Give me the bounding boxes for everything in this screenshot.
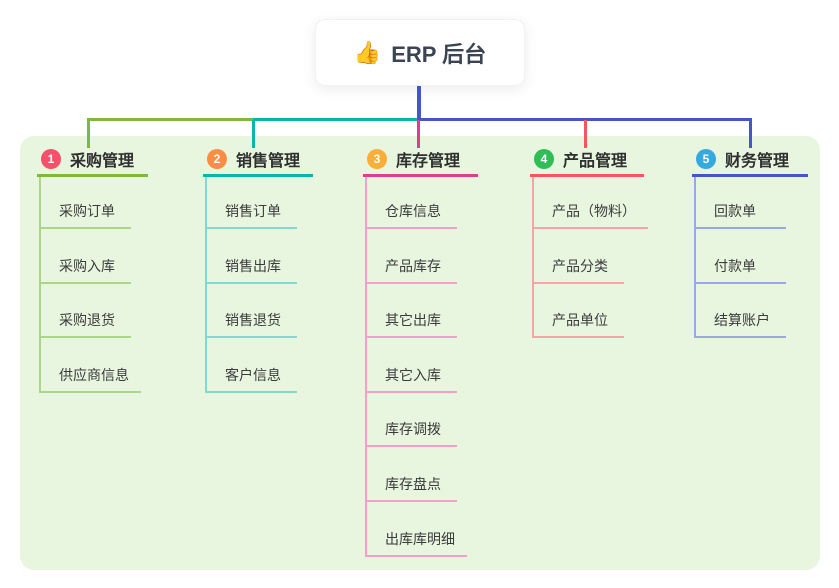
- child-node[interactable]: 销售退货: [207, 284, 297, 339]
- branch-number-badge: 4: [534, 148, 554, 169]
- branch-number-badge: 1: [41, 148, 61, 169]
- child-node[interactable]: 付款单: [696, 229, 786, 284]
- branch-children: 回款单付款单结算账户: [694, 177, 808, 339]
- branch-number-badge: 5: [696, 148, 716, 169]
- branch-number-badge: 3: [367, 148, 387, 169]
- branch-drop-line-3: [417, 120, 420, 148]
- root-title: ERP 后台: [391, 41, 487, 67]
- child-label: 结算账户: [714, 312, 770, 329]
- connector-segment-blue: [417, 118, 752, 121]
- child-node[interactable]: 产品单位: [534, 284, 624, 339]
- child-node[interactable]: 其它入库: [367, 338, 457, 393]
- child-label: 产品（物料）: [552, 203, 636, 219]
- child-label: 销售退货: [225, 312, 281, 329]
- child-node[interactable]: 产品库存: [367, 229, 457, 284]
- child-label: 其它入库: [385, 366, 441, 383]
- branch-title: 库存管理: [396, 152, 461, 170]
- branch-title: 财务管理: [725, 152, 790, 170]
- child-label: 产品分类: [552, 257, 608, 274]
- connector-segment-teal: [253, 118, 418, 121]
- branch-product: 4 产品管理 产品（物料） 产品分类产品单位: [530, 146, 648, 339]
- branch-drop-line-4: [584, 120, 587, 148]
- branch-children: 仓库信息产品库存其它出库其它入库库存调拨库存盘点出库库明细: [365, 177, 478, 557]
- child-node[interactable]: 销售订单: [207, 177, 297, 229]
- branches-panel: [20, 136, 820, 570]
- child-label: 采购退货: [59, 312, 115, 329]
- child-node[interactable]: 仓库信息: [367, 177, 457, 229]
- branch-inventory: 3 库存管理 仓库信息产品库存其它出库其它入库库存调拨库存盘点出库库明细: [363, 146, 478, 557]
- branch-header[interactable]: 5 财务管理: [692, 146, 808, 177]
- branch-title: 产品管理: [563, 152, 628, 170]
- child-node[interactable]: 其它出库: [367, 284, 457, 339]
- child-label: 供应商信息: [59, 366, 129, 383]
- branch-header[interactable]: 4 产品管理: [530, 146, 644, 177]
- branch-number-badge: 2: [207, 148, 227, 169]
- child-node[interactable]: 产品（物料）: [534, 177, 648, 229]
- branch-drop-line-5: [749, 120, 752, 148]
- branch-children: 销售订单销售出库销售退货客户信息: [205, 177, 313, 393]
- child-node[interactable]: 采购订单: [41, 177, 131, 229]
- child-node[interactable]: 客户信息: [207, 338, 297, 393]
- child-label: 产品库存: [385, 257, 441, 274]
- child-label: 产品单位: [552, 312, 608, 329]
- child-label: 销售出库: [225, 257, 281, 274]
- child-label: 客户信息: [225, 366, 281, 383]
- child-node[interactable]: 出库库明细: [367, 502, 467, 557]
- child-node[interactable]: 库存调拨: [367, 393, 457, 448]
- branch-finance: 5 财务管理 回款单付款单结算账户: [692, 146, 808, 339]
- branch-children: 采购订单采购入库采购退货供应商信息: [39, 177, 148, 393]
- child-node[interactable]: 供应商信息: [41, 338, 141, 393]
- child-node[interactable]: 采购退货: [41, 284, 131, 339]
- child-label: 出库库明细: [385, 530, 455, 547]
- child-node[interactable]: 产品分类: [534, 229, 624, 284]
- root-connector-line: [417, 84, 421, 119]
- child-label: 仓库信息: [385, 203, 441, 219]
- branch-sales: 2 销售管理 销售订单销售出库销售退货客户信息: [203, 146, 313, 393]
- child-label: 付款单: [714, 257, 756, 274]
- branch-drop-line-1: [87, 120, 90, 148]
- child-node[interactable]: 库存盘点: [367, 447, 457, 502]
- branch-procurement: 1 采购管理 采购订单采购入库采购退货供应商信息: [37, 146, 148, 393]
- child-label: 回款单: [714, 203, 756, 219]
- child-label: 库存盘点: [385, 475, 441, 492]
- child-label: 采购入库: [59, 257, 115, 274]
- child-label: 销售订单: [225, 203, 281, 219]
- connector-segment-green: [87, 118, 254, 121]
- child-node[interactable]: 采购入库: [41, 229, 131, 284]
- child-label: 采购订单: [59, 203, 115, 219]
- child-node[interactable]: 结算账户: [696, 284, 786, 339]
- branch-header[interactable]: 1 采购管理: [37, 146, 148, 177]
- child-label: 其它出库: [385, 312, 441, 329]
- root-node[interactable]: 👍 ERP 后台: [315, 19, 525, 86]
- child-node[interactable]: 销售出库: [207, 229, 297, 284]
- branch-title: 销售管理: [236, 152, 301, 170]
- branch-header[interactable]: 3 库存管理: [363, 146, 478, 177]
- branch-drop-line-2: [252, 120, 255, 148]
- branch-title: 采购管理: [70, 152, 135, 170]
- branch-children: 产品（物料） 产品分类产品单位: [532, 177, 648, 339]
- branch-header[interactable]: 2 销售管理: [203, 146, 313, 177]
- child-node[interactable]: 回款单: [696, 177, 786, 229]
- thumbs-up-icon: 👍: [353, 39, 382, 65]
- child-label: 库存调拨: [385, 421, 441, 438]
